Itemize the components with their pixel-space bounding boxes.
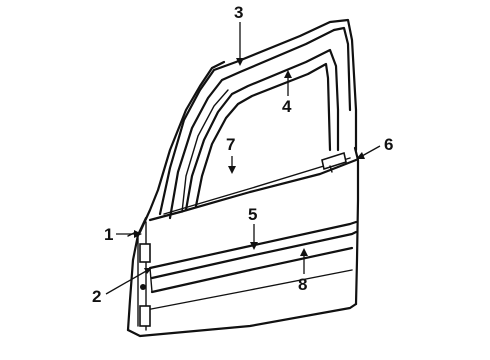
- callout-2: 2: [92, 268, 152, 306]
- door-handle: [321, 151, 347, 173]
- svg-text:6: 6: [384, 135, 393, 154]
- callout-1: 1: [104, 225, 142, 244]
- callout-8: 8: [298, 248, 308, 294]
- callout-7: 7: [226, 135, 236, 174]
- side-moulding: [148, 220, 358, 294]
- window-frame-outer: [158, 18, 358, 220]
- svg-text:8: 8: [298, 275, 307, 294]
- svg-text:2: 2: [92, 287, 101, 306]
- callout-6: 6: [356, 135, 393, 159]
- hinge-details: [127, 231, 151, 327]
- svg-text:3: 3: [234, 3, 243, 22]
- callout-4: 4: [282, 70, 292, 116]
- svg-text:1: 1: [104, 225, 113, 244]
- svg-text:4: 4: [282, 97, 292, 116]
- glass-run-channel: [184, 48, 340, 212]
- callout-5: 5: [248, 205, 258, 250]
- svg-text:5: 5: [248, 205, 257, 224]
- callout-3: 3: [234, 3, 244, 66]
- lower-panel: [145, 269, 353, 311]
- svg-text:7: 7: [226, 135, 235, 154]
